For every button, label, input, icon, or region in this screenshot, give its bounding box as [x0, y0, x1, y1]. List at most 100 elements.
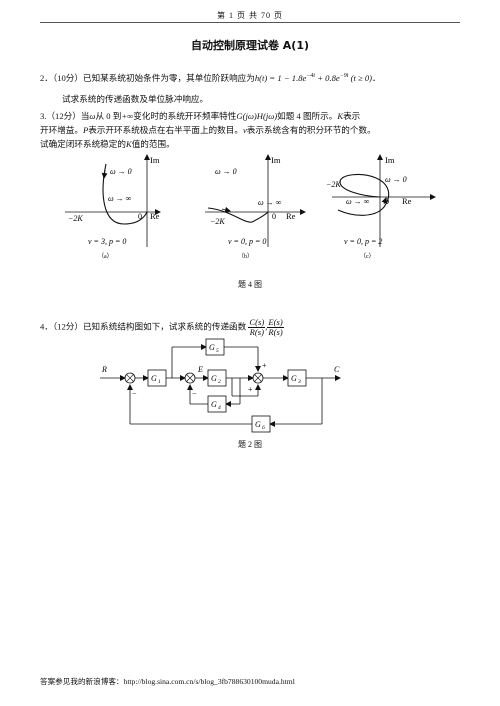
- block-g1: [147, 369, 167, 387]
- plot-c-re-label: Re: [402, 196, 412, 206]
- q3-p: P: [82, 125, 89, 135]
- nyquist-plot-c: Im Re 0 ω → 0 ω → ∞ −2K v = 0, p = 2 （c）: [326, 154, 436, 260]
- block-g5: [205, 338, 225, 356]
- plot-b-re-label: Re: [286, 211, 296, 221]
- q2-exp1: −4t: [306, 73, 316, 79]
- footer-blog-link[interactable]: 答案参见我的新浪博客：http://blog.sina.com.cn/s/blo…: [40, 677, 295, 686]
- plot-b-params: v = 0, p = 0: [228, 237, 266, 246]
- g5-label: G: [209, 343, 215, 352]
- plot-c-origin-label: 0: [385, 197, 389, 206]
- q3-text-f: 开环增益。: [40, 125, 83, 135]
- plot-a-re-label: Re: [150, 211, 160, 221]
- plot-b-negk-label: −2K: [210, 217, 225, 226]
- g6-label: G: [255, 420, 261, 429]
- plot-b-direction-arrow: [221, 206, 231, 213]
- q3-inf: +∞: [121, 111, 134, 121]
- q4-c-num: C(s): [248, 317, 266, 328]
- q3-text-j: 值的范围。: [131, 139, 175, 149]
- signal-r-label: R: [101, 365, 107, 374]
- q3-k2: K: [125, 139, 132, 149]
- q4-comma: ,: [265, 321, 268, 332]
- q3-text-d: 如题 4 图所示。: [277, 111, 338, 121]
- nyquist-plot-b: Im Re 0 ω → 0 ω → ∞ −2K v = 0, p = 0 （b）: [205, 154, 306, 260]
- q2-exp2: −9t: [339, 73, 349, 79]
- plot-c-tag: （c）: [360, 253, 375, 260]
- q4-line: 4．（12分）已知系统结构图如下，试求系统的传递函数 C(s)R(s),E(s)…: [40, 318, 284, 337]
- sum3-plus-bottom: +: [248, 385, 253, 394]
- plot-a-params: v = 3, p = 0: [88, 237, 126, 246]
- g2-label: G: [211, 374, 217, 383]
- figure-4-caption: 题 4 图: [238, 280, 262, 289]
- q3-text-a: 3.（12分）当: [40, 111, 90, 121]
- g1-sub: 1: [158, 379, 161, 385]
- q2-cond: (t ≥ 0): [348, 72, 373, 83]
- q3-line-2: 开环增益。P表示开环系统极点在右半平面上的数目。v表示系统含有的积分环节的个数。: [40, 124, 376, 138]
- q2-points: （10分）: [52, 72, 83, 83]
- q2-line-2: 试求系统的传递函数及单位脉冲响应。: [62, 94, 209, 104]
- plot-c-params: v = 0, p = 2: [344, 237, 382, 246]
- plot-c-negk-label: −2K: [326, 180, 341, 189]
- q3-line-1: 3.（12分）当ω从 0 到+∞变化时的系统开环频率特性G(jω)H(jω)如题…: [40, 110, 360, 124]
- q3-text-g: 表示开环系统极点在右半平面上的数目。: [88, 125, 243, 135]
- g5-sub: 5: [216, 348, 219, 354]
- q4-text: 4．（12分）已知系统结构图如下，试求系统的传递函数: [40, 321, 247, 332]
- q4-c-den: R(s): [249, 327, 264, 337]
- exam-title: 自动控制原理试卷 A(1): [190, 39, 310, 52]
- plot-b-tag: （b）: [238, 253, 253, 260]
- block-g2: [207, 369, 227, 387]
- sum2-minus-sign: −: [192, 389, 197, 398]
- plot-c-winf-label: ω → ∞: [346, 197, 370, 206]
- plot-b-winf-label: ω → ∞: [258, 198, 282, 207]
- plot-a-w0-label: ω → 0: [110, 167, 132, 176]
- q3-omega: ω: [89, 111, 96, 121]
- q4-e-den: R(s): [268, 327, 283, 337]
- q2-formula: h(t) = 1 − 1.8e: [254, 72, 307, 83]
- q3-v: v: [242, 125, 247, 135]
- block-g4: [207, 395, 227, 413]
- g2-sub: 2: [218, 379, 221, 385]
- signal-c-label: C: [334, 365, 340, 374]
- plot-a-negk-label: −2K: [68, 214, 83, 223]
- plot-c-curve: [337, 173, 390, 216]
- g3-label: G: [291, 374, 297, 383]
- q2-line-1: 2．（10分）已知某系统初始条件为零，其单位阶跃响应为h(t) = 1 − 1.…: [40, 70, 381, 85]
- block-g6: [251, 415, 271, 433]
- q4-e-num: E(s): [267, 317, 284, 328]
- plot-a-origin-label: 0: [138, 212, 142, 221]
- q3-line-3: 试确定闭环系统稳定的K值的范围。: [40, 138, 175, 152]
- plot-b-origin-label: 0: [272, 212, 276, 221]
- nyquist-figure: Im Re 0 ω → 0 ω → ∞ −2K v = 3, p = 0 （a）…: [65, 154, 436, 260]
- signal-e-label: E: [197, 365, 203, 374]
- q3-text-i: 试确定闭环系统稳定的: [40, 139, 126, 149]
- q2-number: 2．: [40, 72, 53, 83]
- figure-2-caption: 题 2 图: [238, 440, 262, 449]
- header-rule: [40, 22, 460, 23]
- plot-c-im-label: Im: [385, 155, 395, 165]
- q2-end: ．: [372, 72, 381, 83]
- q3-text-c: 变化时的系统开环频率特性: [133, 111, 237, 121]
- sum3-plus-top: +: [262, 361, 267, 370]
- sum1-minus-sign: −: [132, 389, 137, 398]
- g4-label: G: [211, 400, 217, 409]
- q3-text-e: 表示: [343, 111, 361, 121]
- q3-text-h: 表示系统含有的积分环节的个数。: [246, 125, 376, 135]
- page-header: 第 1 页 共 70 页: [217, 11, 283, 20]
- plot-a-curve: [102, 163, 148, 225]
- plot-a-tag: （a）: [98, 253, 113, 260]
- g1-label: G: [151, 374, 157, 383]
- q3-text-b: 从 0 到: [95, 111, 122, 121]
- plot-c-w0-label: ω → 0: [385, 175, 407, 184]
- g3-sub: 3: [297, 379, 301, 385]
- plot-a-im-label: Im: [150, 155, 160, 165]
- plot-b-im-label: Im: [271, 155, 281, 165]
- block-g3: [287, 369, 307, 387]
- g6-sub: 6: [262, 425, 265, 431]
- plot-b-w0-label: ω → 0: [215, 167, 237, 176]
- q2-text: 已知某系统初始条件为零，其单位阶跃响应为: [82, 72, 255, 83]
- q4-fraction-e: E(s)R(s): [267, 317, 284, 337]
- g4-sub: 4: [218, 404, 221, 411]
- plot-c-direction-arrow: [381, 197, 388, 205]
- q2-formula-b: + 0.8e: [315, 72, 340, 83]
- q4-fraction-c: C(s)R(s): [248, 317, 266, 337]
